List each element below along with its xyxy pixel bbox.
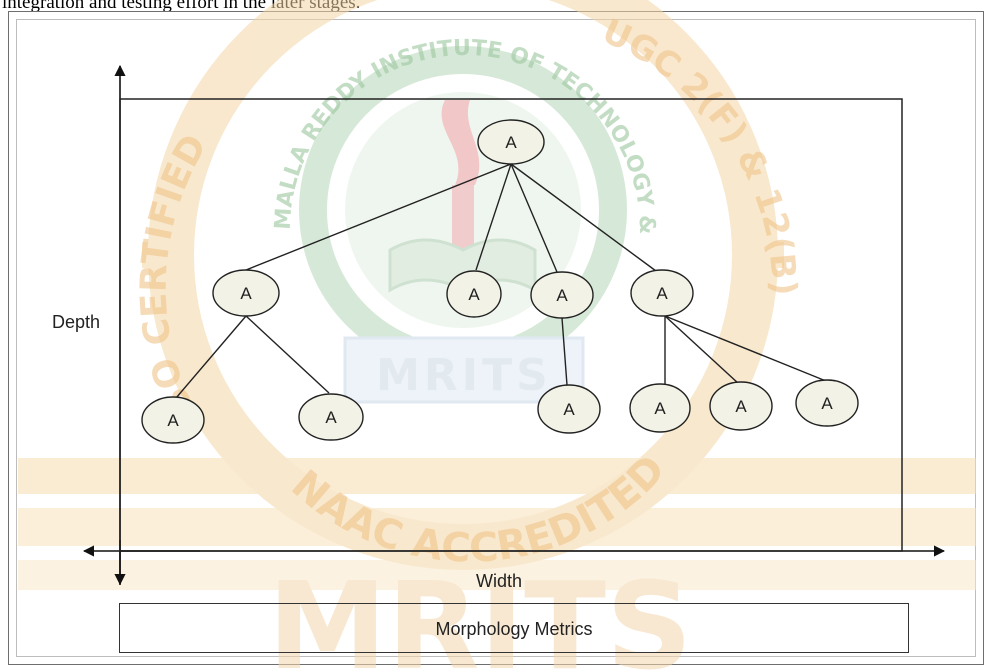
svg-text:A: A [325, 408, 337, 427]
svg-text:A: A [821, 394, 833, 413]
tree-edge [175, 315, 247, 399]
tree-bounding-box [119, 98, 903, 552]
tree-node: A [630, 269, 694, 317]
morphology-metrics-box: Morphology Metrics [119, 603, 909, 653]
tree-edge [664, 315, 740, 385]
tree-edge [245, 163, 512, 271]
svg-text:A: A [656, 284, 668, 303]
svg-text:MRITS: MRITS [376, 350, 552, 401]
svg-text:A: A [505, 133, 517, 152]
width-axis-label: Width [476, 571, 523, 591]
tree-node: A [795, 379, 859, 427]
tree-node: A [446, 270, 502, 318]
svg-text:A: A [556, 286, 568, 305]
tree-edge [664, 315, 827, 382]
tree-node: A [537, 384, 601, 434]
svg-text:A: A [563, 400, 575, 419]
tree-node-root: A [477, 119, 545, 165]
tree-edge [510, 163, 558, 273]
figure-inner-frame [16, 19, 976, 657]
tree-edge [245, 315, 330, 394]
tree-node: A [530, 271, 594, 319]
tree-edge [561, 317, 568, 386]
tree-node: A [709, 381, 773, 431]
tree-edge [510, 163, 657, 272]
morphology-metrics-label: Morphology Metrics [435, 619, 593, 639]
tree-node: A [212, 269, 280, 317]
tree-edge [475, 163, 512, 271]
svg-text:A: A [240, 284, 252, 303]
svg-text:A: A [167, 411, 179, 430]
svg-text:A: A [735, 397, 747, 416]
svg-text:A: A [468, 285, 480, 304]
svg-text:MRITS: MRITS [268, 558, 693, 670]
tree-node: A [141, 396, 205, 444]
svg-text:A: A [654, 399, 666, 418]
tree-node: A [298, 393, 364, 441]
tree-node: A [629, 383, 691, 433]
depth-axis-label: Depth [52, 312, 101, 332]
